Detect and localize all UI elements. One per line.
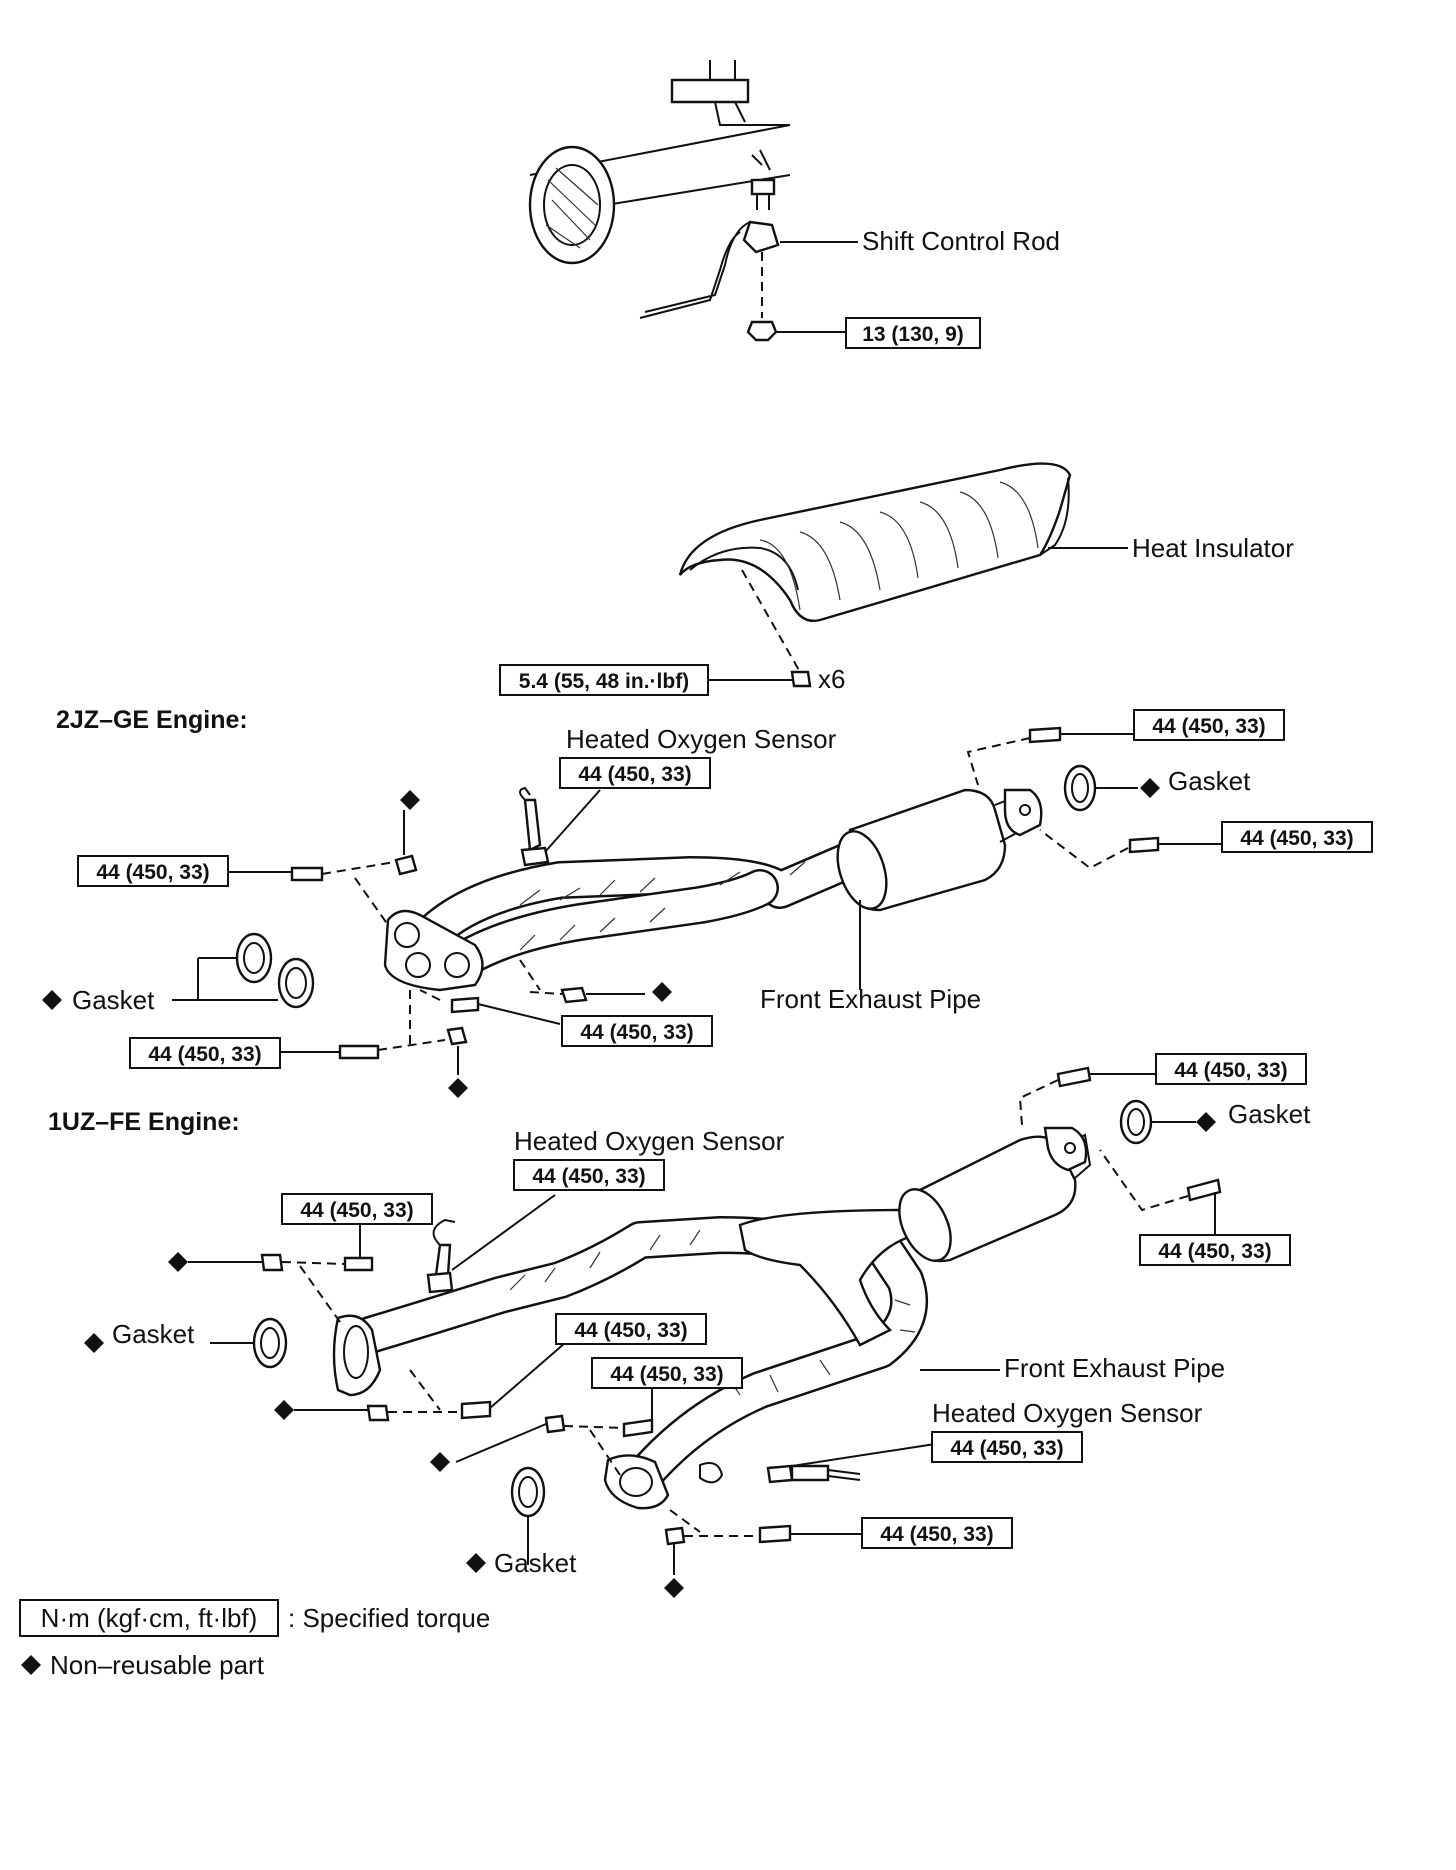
diamond-icon xyxy=(1196,1112,1216,1132)
diamond-icon xyxy=(400,790,420,810)
engine-1uz-mid2-torque: 44 (450, 33) xyxy=(610,1363,723,1386)
shift-control-assembly xyxy=(528,60,858,342)
engine-2jz-sensor-label: Heated Oxygen Sensor xyxy=(566,724,837,754)
diamond-icon xyxy=(1140,778,1160,798)
engine-2jz-hardware xyxy=(172,726,1222,1075)
legend-torque-desc: : Specified torque xyxy=(288,1603,490,1633)
engine-2jz-left-bottom-torque: 44 (450, 33) xyxy=(148,1043,261,1066)
engine-1uz-rear-top-torque: 44 (450, 33) xyxy=(1174,1059,1287,1082)
engine-1uz-sensor2-label: Heated Oxygen Sensor xyxy=(932,1398,1203,1428)
engine-1uz-left-gasket: Gasket xyxy=(112,1319,195,1349)
engine-1uz-pipe xyxy=(332,1126,1092,1510)
engine-1uz-left-top-torque: 44 (450, 33) xyxy=(300,1199,413,1222)
engine-1uz-sensor1-label: Heated Oxygen Sensor xyxy=(514,1126,785,1156)
engine-2jz-front-gasket: Gasket xyxy=(72,985,155,1015)
engine-2jz-rear-gasket: Gasket xyxy=(1168,766,1251,796)
shift-control-rod-label: Shift Control Rod xyxy=(862,226,1060,256)
heat-insulator-part xyxy=(678,462,1128,688)
engine-1uz-bottom-torque: 44 (450, 33) xyxy=(880,1523,993,1546)
shift-torque-value: 13 (130, 9) xyxy=(862,323,964,346)
diamond-icon xyxy=(664,1578,684,1598)
engine-1uz-sensor2-torque-box xyxy=(931,1431,1083,1463)
heat-insulator-qty: x6 xyxy=(818,664,845,694)
diamond-icon xyxy=(168,1252,188,1272)
engine-2jz-pipe xyxy=(383,788,1043,992)
heat-insulator-torque-box xyxy=(499,664,709,696)
heat-insulator-torque: 5.4 (55, 48 in.·lbf) xyxy=(519,670,689,693)
legend-torque-box xyxy=(19,1599,279,1637)
diamond-icon xyxy=(42,990,62,1010)
engine-2jz-left-top-torque-box xyxy=(77,855,229,887)
engine-1uz-pipe-label: Front Exhaust Pipe xyxy=(1004,1353,1225,1383)
diamond-icon xyxy=(430,1452,450,1472)
engine-2jz-left-bottom-torque-box xyxy=(129,1037,281,1069)
legend-torque-unit: N·m (kgf·cm, ft·lbf) xyxy=(41,1603,258,1633)
heat-insulator-label: Heat Insulator xyxy=(1132,533,1294,563)
engine-1uz-mid1-torque-box xyxy=(555,1313,707,1345)
engine-2jz-center-torque-box xyxy=(561,1015,713,1047)
engine-1uz-title: 1UZ–FE Engine: xyxy=(48,1108,240,1136)
engine-1uz-sensor1-torque-box xyxy=(513,1159,665,1191)
engine-1uz-hardware xyxy=(188,1066,1222,1575)
engine-1uz-mid1-torque: 44 (450, 33) xyxy=(574,1319,687,1342)
diamond-icon xyxy=(274,1400,294,1420)
engine-1uz-bottom-gasket: Gasket xyxy=(494,1548,577,1578)
diamond-icon xyxy=(652,982,672,1002)
diamond-icon xyxy=(21,1655,41,1675)
engine-2jz-center-torque: 44 (450, 33) xyxy=(580,1021,693,1044)
engine-1uz-rear-bottom-torque-box xyxy=(1139,1234,1291,1266)
engine-2jz-title: 2JZ–GE Engine: xyxy=(56,706,248,734)
diamond-icon xyxy=(448,1078,468,1098)
diamond-icon xyxy=(466,1553,486,1573)
engine-1uz-bottom-torque-box xyxy=(861,1517,1013,1549)
engine-2jz-left-top-torque: 44 (450, 33) xyxy=(96,861,209,884)
engine-1uz-rear-gasket: Gasket xyxy=(1228,1099,1311,1129)
engine-2jz-rear-bottom-torque: 44 (450, 33) xyxy=(1240,827,1353,850)
shift-torque-box xyxy=(845,317,981,349)
legend-nonreusable: Non–reusable part xyxy=(50,1650,265,1680)
engine-2jz-sensor-torque-box xyxy=(559,757,711,789)
engine-1uz-rear-top-torque-box xyxy=(1155,1053,1307,1085)
engine-2jz-rear-bottom-torque-box xyxy=(1221,821,1373,853)
engine-1uz-sensor2-torque: 44 (450, 33) xyxy=(950,1437,1063,1460)
engine-1uz-sensor1-torque: 44 (450, 33) xyxy=(532,1165,645,1188)
engine-1uz-left-top-torque-box xyxy=(281,1193,433,1225)
engine-1uz-rear-bottom-torque: 44 (450, 33) xyxy=(1158,1240,1271,1263)
diamond-icon xyxy=(84,1333,104,1353)
engine-2jz-rear-top-torque-box xyxy=(1133,709,1285,741)
engine-2jz-pipe-label: Front Exhaust Pipe xyxy=(760,984,981,1014)
engine-2jz-sensor-torque: 44 (450, 33) xyxy=(578,763,691,786)
engine-2jz-rear-top-torque: 44 (450, 33) xyxy=(1152,715,1265,738)
engine-1uz-mid2-torque-box xyxy=(591,1357,743,1389)
